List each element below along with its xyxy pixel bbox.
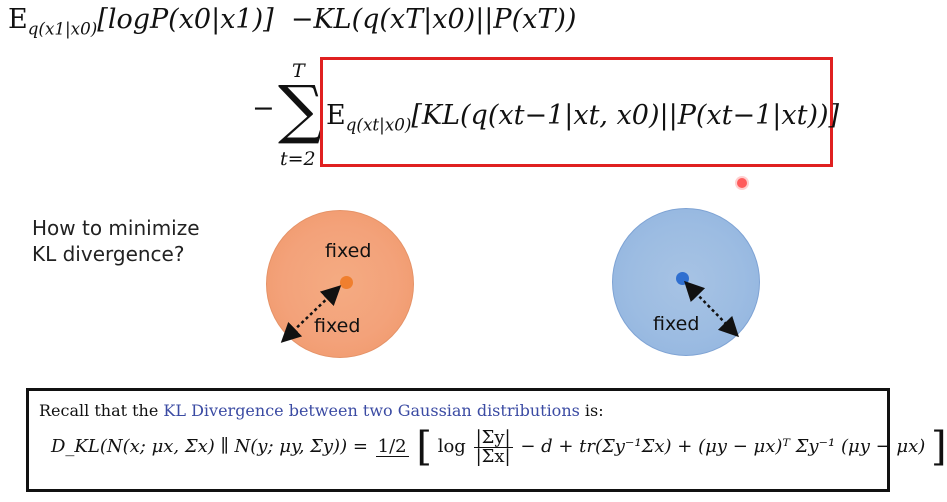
orange-variance-fixed-label: fixed (314, 315, 361, 337)
orange-radius-arrow (280, 285, 342, 343)
half-fraction: 1/2 (375, 435, 409, 457)
sum-upper-limit: T (292, 60, 305, 82)
recall-prefix: Recall that the (39, 401, 164, 420)
expectation-symbol-2: E (326, 100, 346, 131)
log-denominator: |Σx| (475, 445, 511, 467)
recall-sentence: Recall that the KL Divergence between tw… (39, 401, 604, 420)
question-line-1: How to minimize (32, 216, 200, 240)
expectation-symbol: E (8, 4, 28, 35)
summation: T ∑ t=2 (278, 60, 324, 172)
slide: Eq(x1|x0)[logP(x0|x1)] −KL(q(xT|x0)||P(x… (8, 4, 947, 492)
log-numerator: |Σy| (473, 426, 513, 448)
log-fraction: |Σy| |Σx| (473, 426, 513, 467)
question-line-2: KL divergence? (32, 242, 185, 266)
formula-half: 1/2 (375, 435, 409, 457)
elbo-line-1: Eq(x1|x0)[logP(x0|x1)] −KL(q(xT|x0)||P(x… (8, 4, 576, 38)
question-text: How to minimize KL divergence? (32, 215, 200, 267)
formula-rhs: − d + tr(Σy⁻¹Σx) + (μy − μx)ᵀ Σy⁻¹ (μy −… (520, 436, 926, 457)
reconstruction-term: [logP(x0|x1)] (97, 4, 274, 35)
left-bracket: [ (416, 424, 432, 470)
kl-gaussian-formula: D_KL(N(x; μx, Σx) ∥ N(y; μy, Σy)) = 1/2 … (51, 427, 947, 467)
denoising-kl-term: [KL(q(xt−1|xt, x0)||P(xt−1|xt))] (411, 100, 840, 131)
elbo-line-2: Eq(xt|x0)[KL(q(xt−1|xt, x0)||P(xt−1|xt))… (326, 100, 839, 134)
right-bracket: ] (931, 424, 947, 470)
orange-mean-dot (340, 276, 353, 289)
expectation-subscript: q(x1|x0) (27, 18, 98, 39)
formula-lhs: D_KL(N(x; μx, Σx) ∥ N(y; μy, Σy)) = (51, 436, 368, 457)
highlight-box (320, 57, 833, 167)
log-keyword: log (437, 436, 466, 457)
blue-radius-arrow (684, 280, 739, 338)
orange-mean-fixed-label: fixed (325, 240, 372, 262)
laser-pointer-dot (737, 178, 747, 188)
kl-divergence-link[interactable]: KL Divergence between two Gaussian distr… (163, 401, 580, 420)
blue-variance-fixed-label: fixed (653, 313, 700, 335)
expectation-subscript-2: q(xt|x0) (345, 114, 412, 135)
radius-arrows (280, 280, 739, 343)
sum-lower-limit: t=2 (280, 148, 316, 170)
prior-kl-term: −KL(q(xT|x0)||P(xT)) (290, 4, 577, 35)
recall-box: Recall that the KL Divergence between tw… (26, 388, 947, 492)
sum-symbol: ∑ (278, 73, 324, 147)
minus-sign: − (252, 93, 275, 124)
recall-suffix: is: (579, 401, 604, 420)
